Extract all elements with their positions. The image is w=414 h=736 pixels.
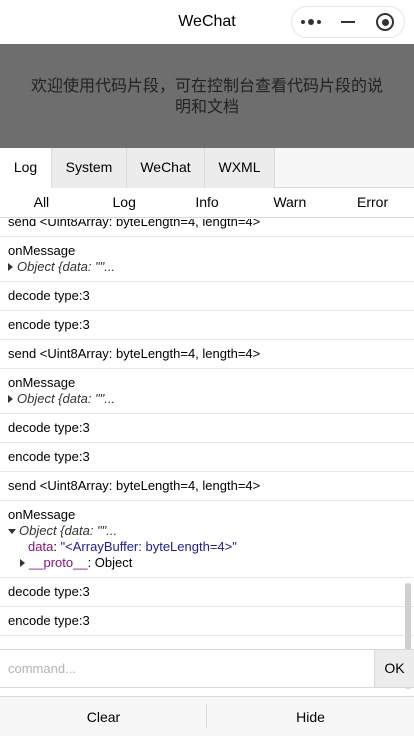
log-text: encode type:3 — [8, 317, 90, 332]
log-text: send <Uint8Array: byteLength=4, length=4… — [8, 219, 261, 229]
tab-wechat[interactable]: WeChat — [127, 148, 205, 188]
log-text: encode type:3 — [8, 613, 90, 628]
log-text: decode type:3 — [8, 584, 90, 599]
object-summary: Object {data: ""... — [17, 391, 116, 406]
log-text: encode type:3 — [8, 449, 90, 464]
capsule-menu — [291, 6, 405, 38]
log-row: encode type:3 — [0, 443, 414, 472]
property-colon: : — [53, 539, 61, 554]
caret-right-icon — [8, 395, 13, 403]
filter-all[interactable]: All — [33, 194, 50, 210]
caret-down-icon — [8, 528, 16, 534]
minimize-button[interactable] — [329, 7, 366, 37]
log-row: onMessage Object {data: ""... — [0, 237, 414, 282]
proto-toggle[interactable]: __proto__: Object — [8, 556, 406, 570]
log-text: decode type:3 — [8, 420, 90, 435]
log-list[interactable]: send <Uint8Array: byteLength=4, length=4… — [0, 219, 414, 649]
log-filters: All Log Info Warn Error — [0, 188, 414, 218]
object-toggle[interactable]: Object {data: ""... — [8, 392, 406, 406]
command-bar: OK — [0, 649, 414, 688]
welcome-message: 欢迎使用代码片段，可在控制台查看代码片段的说明和文档 — [30, 76, 383, 116]
console-tabs: Log System WeChat WXML — [0, 148, 414, 188]
log-text: send <Uint8Array: byteLength=4, length=4… — [8, 346, 261, 361]
log-row: decode type:3 — [0, 578, 414, 607]
property-value: "<ArrayBuffer: byteLength=4>" — [60, 539, 237, 554]
tab-wxml[interactable]: WXML — [205, 148, 275, 188]
filter-warn[interactable]: Warn — [273, 194, 307, 210]
log-row: send <Uint8Array: byteLength=4, length=4… — [0, 472, 414, 501]
log-text: send <Uint8Array: byteLength=4, length=4… — [8, 478, 261, 493]
property-key: data — [28, 539, 54, 554]
filter-info[interactable]: Info — [195, 194, 219, 210]
minus-icon — [340, 21, 355, 23]
filter-log[interactable]: Log — [112, 194, 136, 210]
property-colon: : — [87, 555, 95, 570]
ok-button[interactable]: OK — [374, 650, 414, 687]
target-circle-icon — [376, 13, 395, 31]
log-row: decode type:3 — [0, 282, 414, 311]
caret-right-icon — [8, 263, 13, 271]
object-property: data: "<ArrayBuffer: byteLength=4>" — [8, 540, 406, 554]
object-summary: Object {data: ""... — [19, 523, 118, 538]
log-row: decode type:3 — [0, 414, 414, 443]
filter-error[interactable]: Error — [357, 194, 389, 210]
log-row: send <Uint8Array: byteLength=4, length=4… — [0, 340, 414, 369]
more-button[interactable] — [292, 7, 329, 37]
log-row: encode type:3 — [0, 607, 414, 636]
tab-log[interactable]: Log — [0, 148, 52, 188]
object-toggle[interactable]: Object {data: ""... — [8, 260, 406, 274]
log-row: onMessage Object {data: ""... data: "<Ar… — [0, 501, 414, 578]
welcome-overlay: 欢迎使用代码片段，可在控制台查看代码片段的说明和文档 — [0, 44, 414, 148]
log-scrollbar[interactable] — [405, 583, 411, 689]
log-text: onMessage — [8, 375, 76, 390]
log-text: onMessage — [8, 507, 76, 522]
toolbar-divider — [206, 704, 207, 728]
close-button[interactable] — [367, 7, 404, 37]
object-summary: Object {data: ""... — [17, 259, 116, 274]
tab-system[interactable]: System — [52, 148, 127, 188]
log-row: send <Uint8Array: byteLength=4, length=4… — [0, 219, 414, 237]
log-row: onMessage Object {data: ""... — [0, 369, 414, 414]
log-text: onMessage — [8, 243, 76, 258]
bottom-toolbar: Clear Hide — [0, 696, 414, 736]
clear-button[interactable]: Clear — [86, 709, 121, 725]
hide-button[interactable]: Hide — [296, 709, 325, 725]
log-row: encode type:3 — [0, 311, 414, 340]
navigation-bar: WeChat — [0, 0, 414, 44]
command-input[interactable] — [0, 650, 374, 687]
object-toggle[interactable]: Object {data: ""... — [8, 524, 406, 538]
caret-right-icon — [20, 559, 25, 567]
proto-value: Object — [94, 555, 133, 570]
nav-title: WeChat — [178, 13, 236, 30]
log-text: decode type:3 — [8, 288, 90, 303]
proto-key: __proto__ — [29, 555, 88, 570]
more-dots-icon — [300, 18, 321, 25]
